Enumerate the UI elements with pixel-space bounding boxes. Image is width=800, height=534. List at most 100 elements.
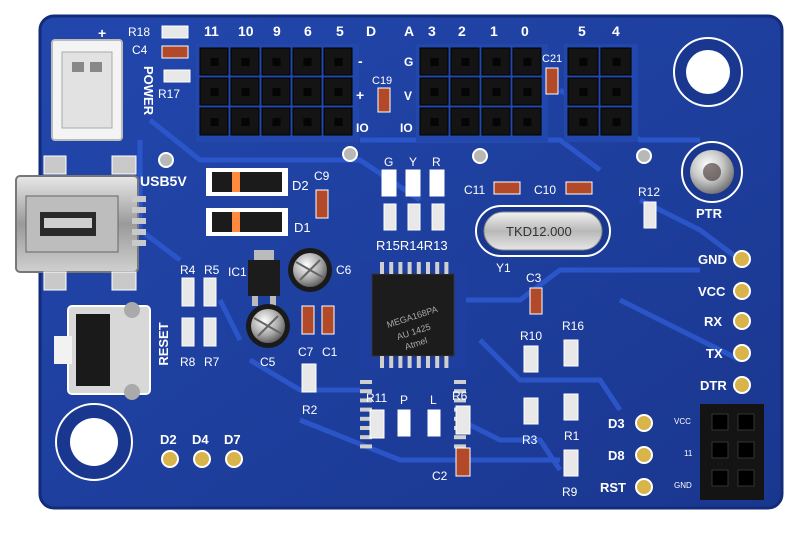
- right-pin-pad[interactable]: [733, 250, 751, 268]
- right-pin-pad[interactable]: [733, 282, 751, 300]
- mcu-pin: [444, 356, 449, 368]
- r6-label: R6: [452, 389, 468, 403]
- header-socket[interactable]: [481, 107, 511, 136]
- bottom-pin-label: D2: [160, 432, 177, 447]
- socket-hole: [272, 58, 281, 66]
- socket-hole: [579, 118, 588, 126]
- r7-label: R7: [204, 355, 220, 369]
- mcu-pin: [360, 398, 372, 403]
- ptr-sensor: [681, 141, 743, 203]
- icsp-socket[interactable]: [711, 469, 729, 487]
- icsp-socket[interactable]: [737, 469, 755, 487]
- header-mid-label: 0: [521, 23, 529, 39]
- test-pad: [342, 146, 358, 162]
- icsp-label: 11: [684, 449, 693, 458]
- header-mid-label: 1: [490, 23, 498, 39]
- header-socket[interactable]: [292, 47, 322, 76]
- smd-r8: [181, 317, 195, 347]
- r16-label: R16: [562, 319, 584, 333]
- right-pin-label: DTR: [700, 378, 727, 393]
- reset-button[interactable]: [54, 305, 151, 395]
- header-socket[interactable]: [419, 107, 449, 136]
- c9-label: C9: [314, 169, 330, 183]
- reset-pad: [124, 384, 140, 400]
- icsp-socket[interactable]: [711, 413, 729, 431]
- header-right: [564, 44, 638, 142]
- smd-c3: [529, 287, 543, 315]
- icsp-socket[interactable]: [737, 441, 755, 459]
- socket-hole: [461, 58, 470, 66]
- socket-hole: [492, 88, 501, 96]
- icsp-socket[interactable]: [711, 441, 729, 459]
- usb-mini-connector[interactable]: [15, 175, 139, 273]
- r1-label: R1: [564, 429, 580, 443]
- bottom-right-pin-label: D8: [608, 448, 625, 463]
- socket-hole: [461, 118, 470, 126]
- crystal-label: TKD12.000: [506, 224, 572, 239]
- header-socket[interactable]: [512, 77, 542, 106]
- socket-hole: [523, 88, 532, 96]
- smd-c7: [301, 305, 315, 335]
- bottom-pin-label: D4: [192, 432, 209, 447]
- usb-pins: [132, 196, 146, 246]
- bottom-right-pin-pad[interactable]: [635, 414, 653, 432]
- power-connector[interactable]: [51, 39, 123, 141]
- smd-r7: [203, 317, 217, 347]
- header-right-label: 5: [578, 23, 586, 39]
- socket-hole: [523, 118, 532, 126]
- right-pin-label: RX: [704, 314, 722, 329]
- smd-c19: [377, 87, 391, 113]
- bottom-right-pin-pad[interactable]: [635, 478, 653, 496]
- right-pin-pad[interactable]: [733, 344, 751, 362]
- d1-label: D1: [294, 220, 311, 235]
- header-left: [196, 44, 359, 142]
- right-pin-pad[interactable]: [733, 312, 751, 330]
- smd-r18: [161, 25, 189, 39]
- right-pin-row: GND VCC RX TX DTR: [698, 250, 751, 394]
- usb5v-pad: [158, 152, 174, 168]
- socket-hole: [241, 118, 250, 126]
- smd-r10: [523, 345, 539, 373]
- smd-c1: [321, 305, 335, 335]
- socket-hole: [492, 118, 501, 126]
- socket-hole: [334, 58, 343, 66]
- header-left-minus: -: [358, 53, 363, 69]
- c1-label: C1: [322, 345, 338, 359]
- bottom-left-pins: D2 D4 D7: [160, 432, 243, 468]
- mcu-pin: [360, 389, 372, 394]
- mcu-pin: [380, 262, 384, 274]
- mcu-pin: [407, 356, 412, 368]
- led-row: G Y R R15R14R13: [376, 155, 448, 253]
- socket-hole: [272, 118, 281, 126]
- mcu-pin: [380, 356, 384, 368]
- mcu-pin: [389, 262, 394, 274]
- socket-hole: [612, 118, 621, 126]
- mcu-pin: [407, 262, 412, 274]
- header-socket[interactable]: [230, 47, 260, 76]
- r9-label: R9: [562, 485, 578, 499]
- smd-r11: [369, 409, 385, 439]
- header-mid-g: G: [404, 55, 413, 69]
- header-left-numbers: 11 10 9 6 5 D: [204, 23, 376, 39]
- bottom-right-pin-pad[interactable]: [635, 446, 653, 464]
- smd-r15: [383, 203, 397, 231]
- icsp-socket[interactable]: [737, 413, 755, 431]
- bottom-right-pin-label: D3: [608, 416, 625, 431]
- mount-hole-top-right: [673, 37, 743, 107]
- socket-hole: [612, 88, 621, 96]
- socket-hole: [210, 118, 219, 126]
- bottom-pin-label: D7: [224, 432, 241, 447]
- c6-label: C6: [336, 263, 352, 277]
- ptr-label: PTR: [696, 206, 723, 221]
- led-label: Y: [409, 155, 417, 169]
- bottom-pin-pad[interactable]: [161, 450, 179, 468]
- mcu-pin: [444, 262, 449, 274]
- header-socket[interactable]: [481, 47, 511, 76]
- bottom-pin-pad[interactable]: [225, 450, 243, 468]
- bottom-pin-pad[interactable]: [193, 450, 211, 468]
- right-pin-pad[interactable]: [733, 376, 751, 394]
- r3-label: R3: [522, 433, 538, 447]
- header-socket[interactable]: [419, 77, 449, 106]
- mcu-pin: [454, 389, 466, 394]
- header-left-number: 9: [273, 23, 281, 39]
